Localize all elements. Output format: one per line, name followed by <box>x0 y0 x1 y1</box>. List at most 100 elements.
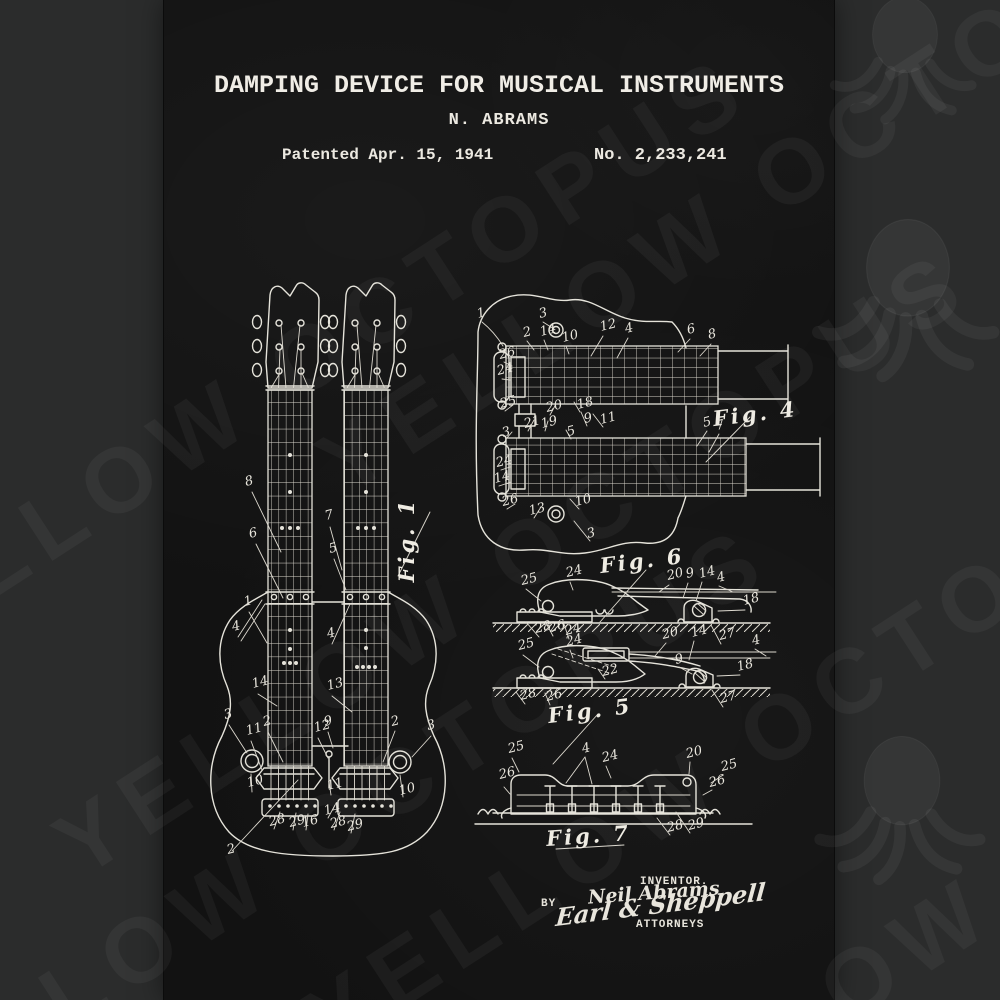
fig6-roller <box>541 599 555 613</box>
ref-numeral-24: 24 <box>599 747 620 766</box>
ref-numeral-3: 3 <box>537 305 549 322</box>
fig7-end-hooks <box>477 807 721 819</box>
fig5-string-line <box>628 651 777 659</box>
ref-numeral-18: 18 <box>735 656 755 675</box>
ref-numeral-9: 9 <box>684 565 696 582</box>
ref-numeral-11: 11 <box>244 720 264 739</box>
ref-numeral-7: 7 <box>323 507 335 524</box>
fig5-label-flourish <box>552 713 599 765</box>
by-label: BY <box>541 898 557 910</box>
fig7-bar-outline <box>510 774 697 815</box>
fig1-headstock-strings <box>270 324 385 389</box>
fig1-bridges <box>255 767 399 790</box>
fig1-tailpieces <box>261 798 395 817</box>
ref-numeral-25: 25 <box>518 570 539 589</box>
ref-numeral-10: 10 <box>573 491 593 510</box>
fig1-right-fretboard <box>343 389 389 767</box>
fig1-tuning-pegs <box>251 314 407 378</box>
ref-numeral-11: 11 <box>598 409 618 428</box>
ref-numeral-24: 24 <box>562 620 583 639</box>
fig4-neck-extensions <box>717 344 821 497</box>
fig4-leader-lines <box>481 321 720 542</box>
ref-numeral-25: 25 <box>497 393 518 412</box>
ref-numeral-28: 28 <box>266 811 287 830</box>
fig4-upper-neck-grid <box>505 345 719 405</box>
ref-numeral-29: 29 <box>344 816 365 835</box>
ref-numeral-16: 16 <box>300 812 320 831</box>
fig1-right-headstock <box>341 282 396 389</box>
ref-numeral-14: 14 <box>492 468 512 487</box>
ref-numeral-26: 26 <box>706 772 727 791</box>
fig7-end-screw <box>682 777 692 787</box>
ref-numeral-8: 8 <box>706 326 718 343</box>
ref-numeral-4: 4 <box>229 618 242 635</box>
ref-numeral-9: 9 <box>322 713 334 730</box>
ref-numeral-3: 3 <box>222 706 234 723</box>
ref-numeral-28: 28 <box>532 618 553 637</box>
fig4-jack-rings <box>547 322 565 523</box>
fig6-ground-hatch <box>493 624 770 632</box>
ref-numeral-28: 28 <box>327 813 348 832</box>
ref-numeral-14: 14 <box>697 563 717 582</box>
ref-numeral-6: 6 <box>247 525 259 542</box>
ref-numeral-20: 20 <box>543 397 564 416</box>
ref-numeral-18: 18 <box>741 590 761 609</box>
ref-numeral-20: 20 <box>683 743 704 762</box>
ref-numeral-2: 2 <box>224 841 237 858</box>
ref-numeral-3: 3 <box>500 424 512 441</box>
fig1-label-flourish <box>397 511 431 577</box>
ref-numeral-9: 9 <box>582 410 594 427</box>
ref-numeral-20: 20 <box>659 624 680 643</box>
ref-numeral-14: 14 <box>538 321 558 340</box>
fig1-label: Fig. 1 <box>394 498 419 584</box>
ref-numeral-6: 6 <box>685 321 697 338</box>
patent-number: No. 2,233,241 <box>594 146 727 165</box>
ref-numeral-29: 29 <box>685 815 706 834</box>
ref-numeral-13: 13 <box>527 500 547 519</box>
ref-numeral-26: 26 <box>546 617 567 636</box>
patent-inventor-name: N. ABRAMS <box>448 111 550 130</box>
fig4-label-flourish <box>705 416 751 463</box>
fig5-roller <box>541 665 555 679</box>
ref-numeral-26: 26 <box>496 344 517 363</box>
fig7-leader-lines <box>503 756 724 836</box>
ref-numeral-21: 21 <box>521 413 542 432</box>
ref-numeral-27: 27 <box>717 688 738 707</box>
ref-numeral-4: 4 <box>714 569 727 586</box>
fig7-label-flourish <box>555 844 625 850</box>
ref-numeral-11: 11 <box>325 775 345 794</box>
ref-numeral-4: 4 <box>622 320 635 337</box>
fig7-label: Fig. 7 <box>544 820 631 851</box>
patent-date: Patented Apr. 15, 1941 <box>282 146 494 164</box>
fig1-damper-bar <box>265 591 391 605</box>
ref-numeral-28: 28 <box>517 685 538 704</box>
fig4-damper-mechanisms <box>493 342 536 502</box>
fig7-string-posts <box>544 785 666 813</box>
ref-numeral-4: 4 <box>749 632 762 649</box>
ref-numeral-4: 4 <box>579 740 592 757</box>
fig1-lower-strings <box>270 765 385 801</box>
fig6-damper-body <box>537 578 649 617</box>
ref-numeral-14: 14 <box>689 622 709 641</box>
ref-numeral-26: 26 <box>543 686 564 705</box>
ref-numeral-13: 13 <box>325 675 345 694</box>
ref-numeral-26: 26 <box>499 491 520 510</box>
ref-numeral-2: 2 <box>260 713 273 730</box>
ref-numeral-19: 19 <box>539 413 559 432</box>
fig1-position-dots <box>280 453 377 669</box>
inventor-caption: INVENTOR. <box>640 876 709 888</box>
fig4-lower-neck-grid <box>505 437 747 497</box>
fig6-lever-arm <box>611 587 759 613</box>
ref-numeral-5: 5 <box>565 423 577 440</box>
ref-numeral-14: 14 <box>250 673 270 692</box>
ref-numeral-24: 24 <box>563 631 584 650</box>
ref-numeral-18: 18 <box>575 394 595 413</box>
